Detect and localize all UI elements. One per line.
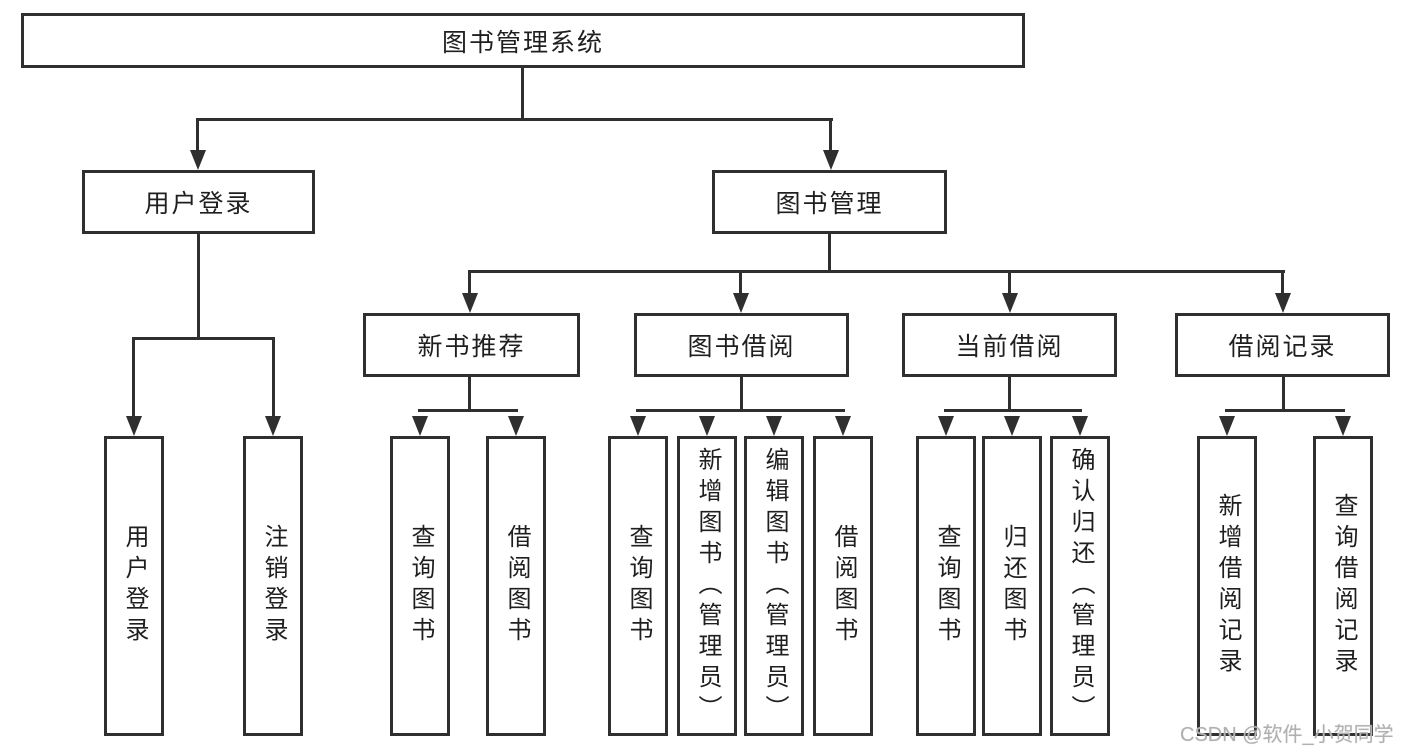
arrowhead-down [835,416,851,436]
connector-line [1008,270,1011,296]
node-user-login: 用户登录 [82,170,315,234]
connector-line [468,377,471,412]
arrowhead-down [766,416,782,436]
connector-line [132,337,135,418]
leaf-query-books-recommend-label: 查询图书 [407,524,434,648]
arrowhead-down [938,416,954,436]
arrowhead-down [1004,416,1020,436]
leaf-edit-book-admin: 编辑图书（管理员） [744,436,804,736]
arrowhead-down [412,416,428,436]
arrowhead-down [630,416,646,436]
leaf-query-books-current: 查询图书 [916,436,976,736]
connector-line [740,377,743,412]
leaf-logout-label: 注销登录 [260,524,287,648]
arrowhead-down [1072,416,1088,436]
node-current-borrowing-label: 当前借阅 [955,333,1064,361]
leaf-query-borrow-record: 查询借阅记录 [1313,436,1373,736]
leaf-user-login: 用户登录 [104,436,164,736]
leaf-logout: 注销登录 [243,436,303,736]
connector-line [197,234,200,340]
connector-line [944,409,1082,412]
node-borrowing-records-label: 借阅记录 [1228,333,1337,361]
connector-line [418,409,518,412]
leaf-add-borrow-record: 新增借阅记录 [1197,436,1257,736]
connector-line [636,409,845,412]
connector-line [829,118,832,154]
leaf-confirm-return-admin: 确认归还（管理员） [1050,436,1110,736]
leaf-add-book-admin-label: 新增图书（管理员） [694,446,721,726]
arrowhead-down [699,416,715,436]
node-book-management: 图书管理 [712,170,947,234]
node-library-system-label: 图书管理系统 [441,28,604,57]
arrowhead-down [733,293,749,313]
node-library-system: 图书管理系统 [21,13,1025,68]
leaf-confirm-return-admin-label: 确认归还（管理员） [1067,446,1094,726]
arrowhead-down [1002,293,1018,313]
leaf-query-books-borrow: 查询图书 [608,436,668,736]
leaf-borrow-books-label: 借阅图书 [830,524,857,648]
connector-line [468,270,1285,273]
leaf-return-book: 归还图书 [982,436,1042,736]
connector-line [1281,270,1284,296]
node-current-borrowing: 当前借阅 [902,313,1117,377]
connector-line [828,234,831,272]
arrowhead-down [508,416,524,436]
leaf-borrow-books: 借阅图书 [813,436,873,736]
connector-line [132,337,275,340]
connector-line [739,270,742,296]
arrowhead-down [1335,416,1351,436]
connector-line [196,118,833,121]
arrowhead-down [126,416,142,436]
leaf-edit-book-admin-label: 编辑图书（管理员） [761,446,788,726]
node-book-borrowing: 图书借阅 [634,313,849,377]
leaf-return-book-label: 归还图书 [999,524,1026,648]
leaf-query-books-recommend: 查询图书 [390,436,450,736]
node-book-borrowing-label: 图书借阅 [687,333,796,361]
connector-line [468,270,471,296]
leaf-add-book-admin: 新增图书（管理员） [677,436,737,736]
connector-line [196,118,199,154]
arrowhead-down [823,150,839,170]
arrowhead-down [190,150,206,170]
arrowhead-down [1219,416,1235,436]
leaf-borrow-books-recommend-label: 借阅图书 [503,524,530,648]
connector-line [1282,377,1285,412]
node-borrowing-records: 借阅记录 [1175,313,1390,377]
connector-line [1008,377,1011,412]
leaf-user-login-label: 用户登录 [121,524,148,648]
node-new-book-recommendation-label: 新书推荐 [417,333,526,361]
leaf-borrow-books-recommend: 借阅图书 [486,436,546,736]
arrowhead-down [462,293,478,313]
connector-line [272,337,275,418]
leaf-query-borrow-record-label: 查询借阅记录 [1330,493,1357,679]
leaf-query-books-borrow-label: 查询图书 [625,524,652,648]
leaf-add-borrow-record-label: 新增借阅记录 [1214,493,1241,679]
arrowhead-down [1275,293,1291,313]
connector-line [1225,409,1345,412]
connector-line [521,66,524,120]
node-book-management-label: 图书管理 [775,190,884,218]
leaf-query-books-current-label: 查询图书 [933,524,960,648]
node-new-book-recommendation: 新书推荐 [363,313,580,377]
arrowhead-down [265,416,281,436]
csdn-watermark: CSDN @软件_小贺同学 [1180,724,1394,746]
node-user-login-label: 用户登录 [144,190,253,218]
